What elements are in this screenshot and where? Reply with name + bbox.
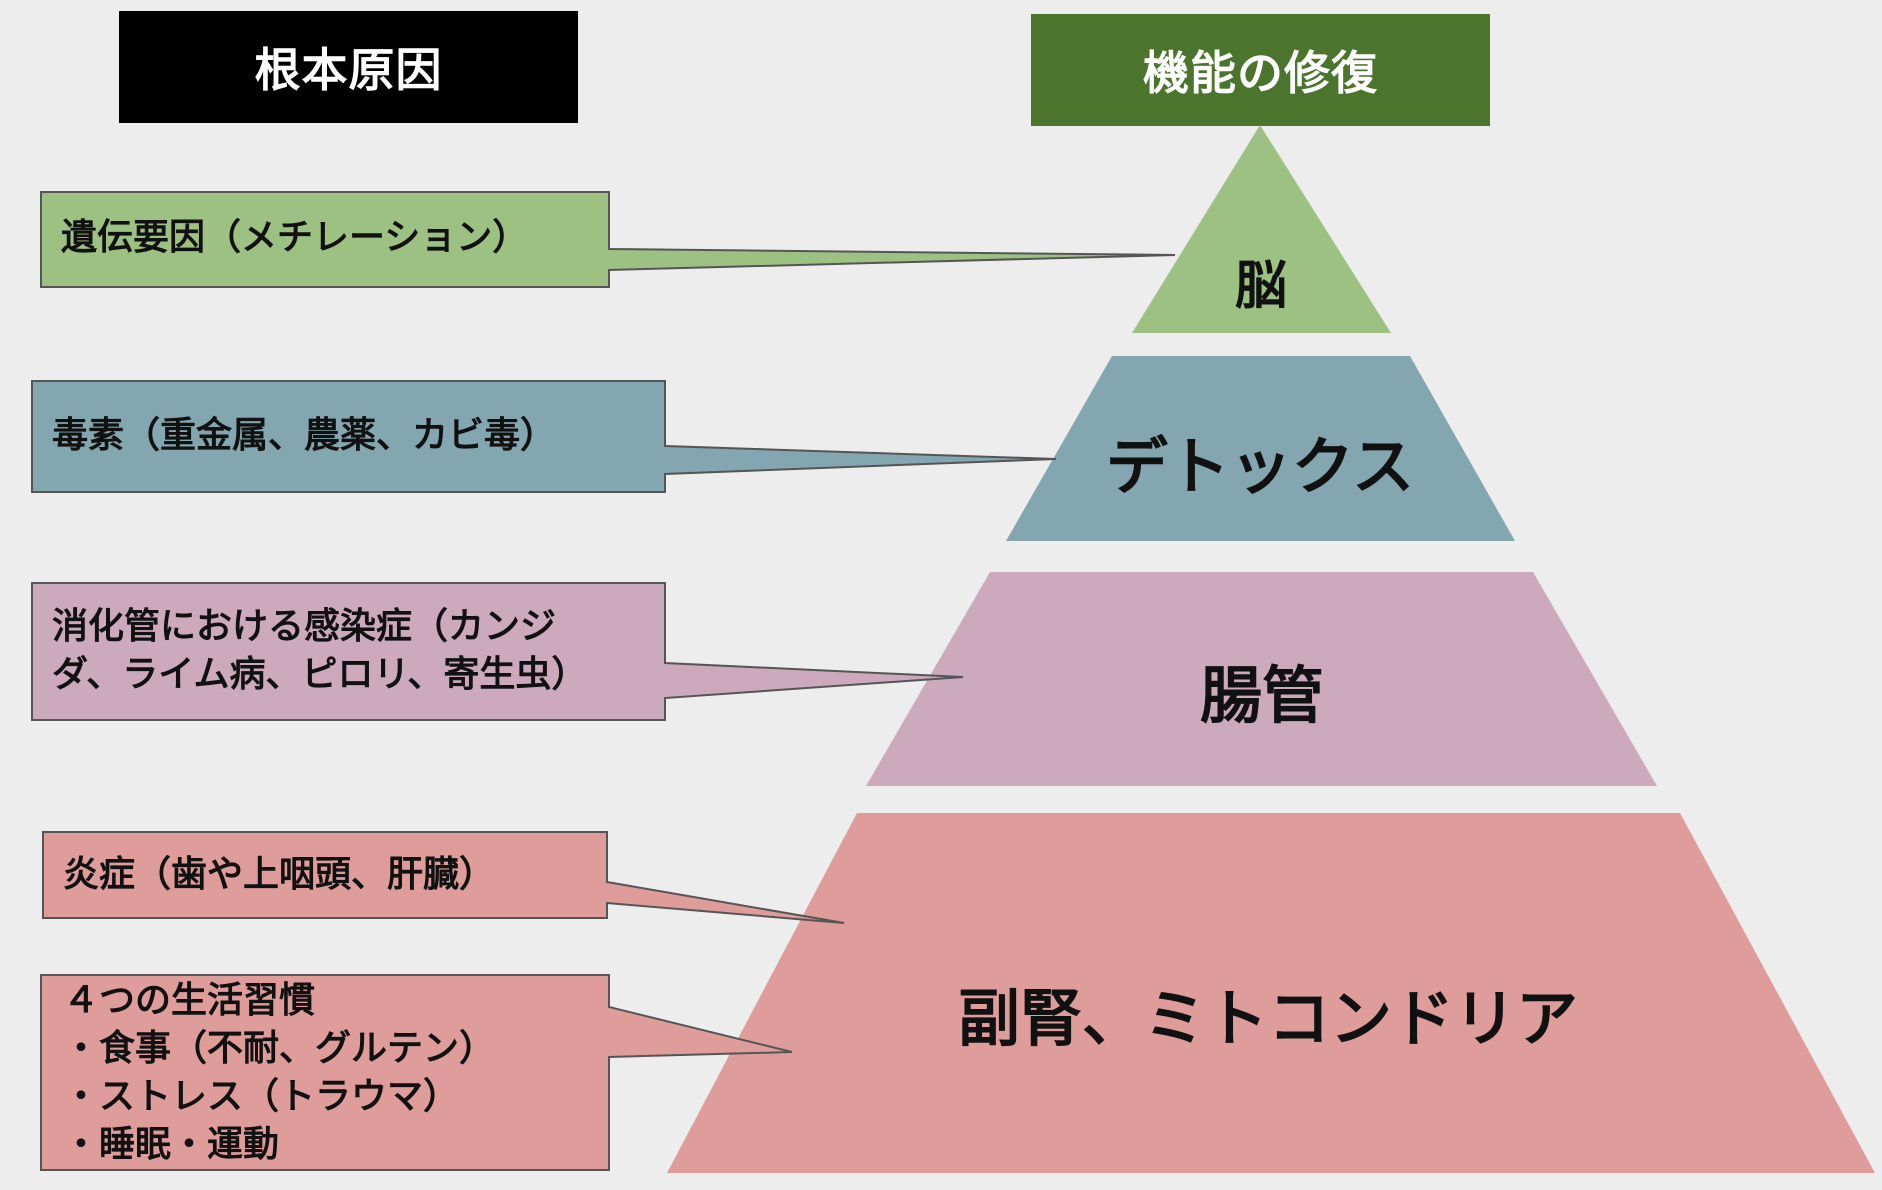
pyramid-label-adrenal-mitochondria: 副腎、ミトコンドリア bbox=[957, 982, 1579, 1055]
cause-gi-infection-text: 消化管における感染症（カンジ ダ、ライム病、ピロリ、寄生虫） bbox=[52, 606, 588, 695]
pyramid-tier-detox bbox=[1006, 356, 1515, 541]
callout-genetic bbox=[40, 191, 1176, 288]
cause-lifestyle-text: ４つの生活習慣 ・食事（不耐、グルテン） ・ストレス（トラウマ） ・睡眠・運動 bbox=[63, 980, 496, 1165]
pyramid-tier-adrenal-mitochondria bbox=[667, 813, 1875, 1173]
cause-genetic-text: 遺伝要因（メチレーション） bbox=[61, 217, 529, 258]
callout-gi-infection bbox=[31, 582, 964, 721]
pyramid-label-detox: デトックス bbox=[1105, 430, 1415, 503]
callout-toxins bbox=[31, 380, 1057, 493]
pyramid-label-brain: 脳 bbox=[1234, 256, 1288, 317]
cause-toxins-text: 毒素（重金属、農薬、カビ毒） bbox=[52, 415, 557, 456]
pyramid-tier-gut bbox=[866, 572, 1657, 786]
header-function-repair: 機能の修復 bbox=[1031, 14, 1490, 126]
callout-lifestyle bbox=[40, 974, 793, 1171]
pyramid-label-gut: 腸管 bbox=[1199, 659, 1325, 732]
cause-inflammation-text: 炎症（歯や上咽頭、肝臓） bbox=[63, 854, 496, 895]
callout-inflammation bbox=[42, 831, 845, 924]
pyramid-tier-brain bbox=[1132, 125, 1391, 333]
header-root-causes: 根本原因 bbox=[119, 11, 578, 123]
